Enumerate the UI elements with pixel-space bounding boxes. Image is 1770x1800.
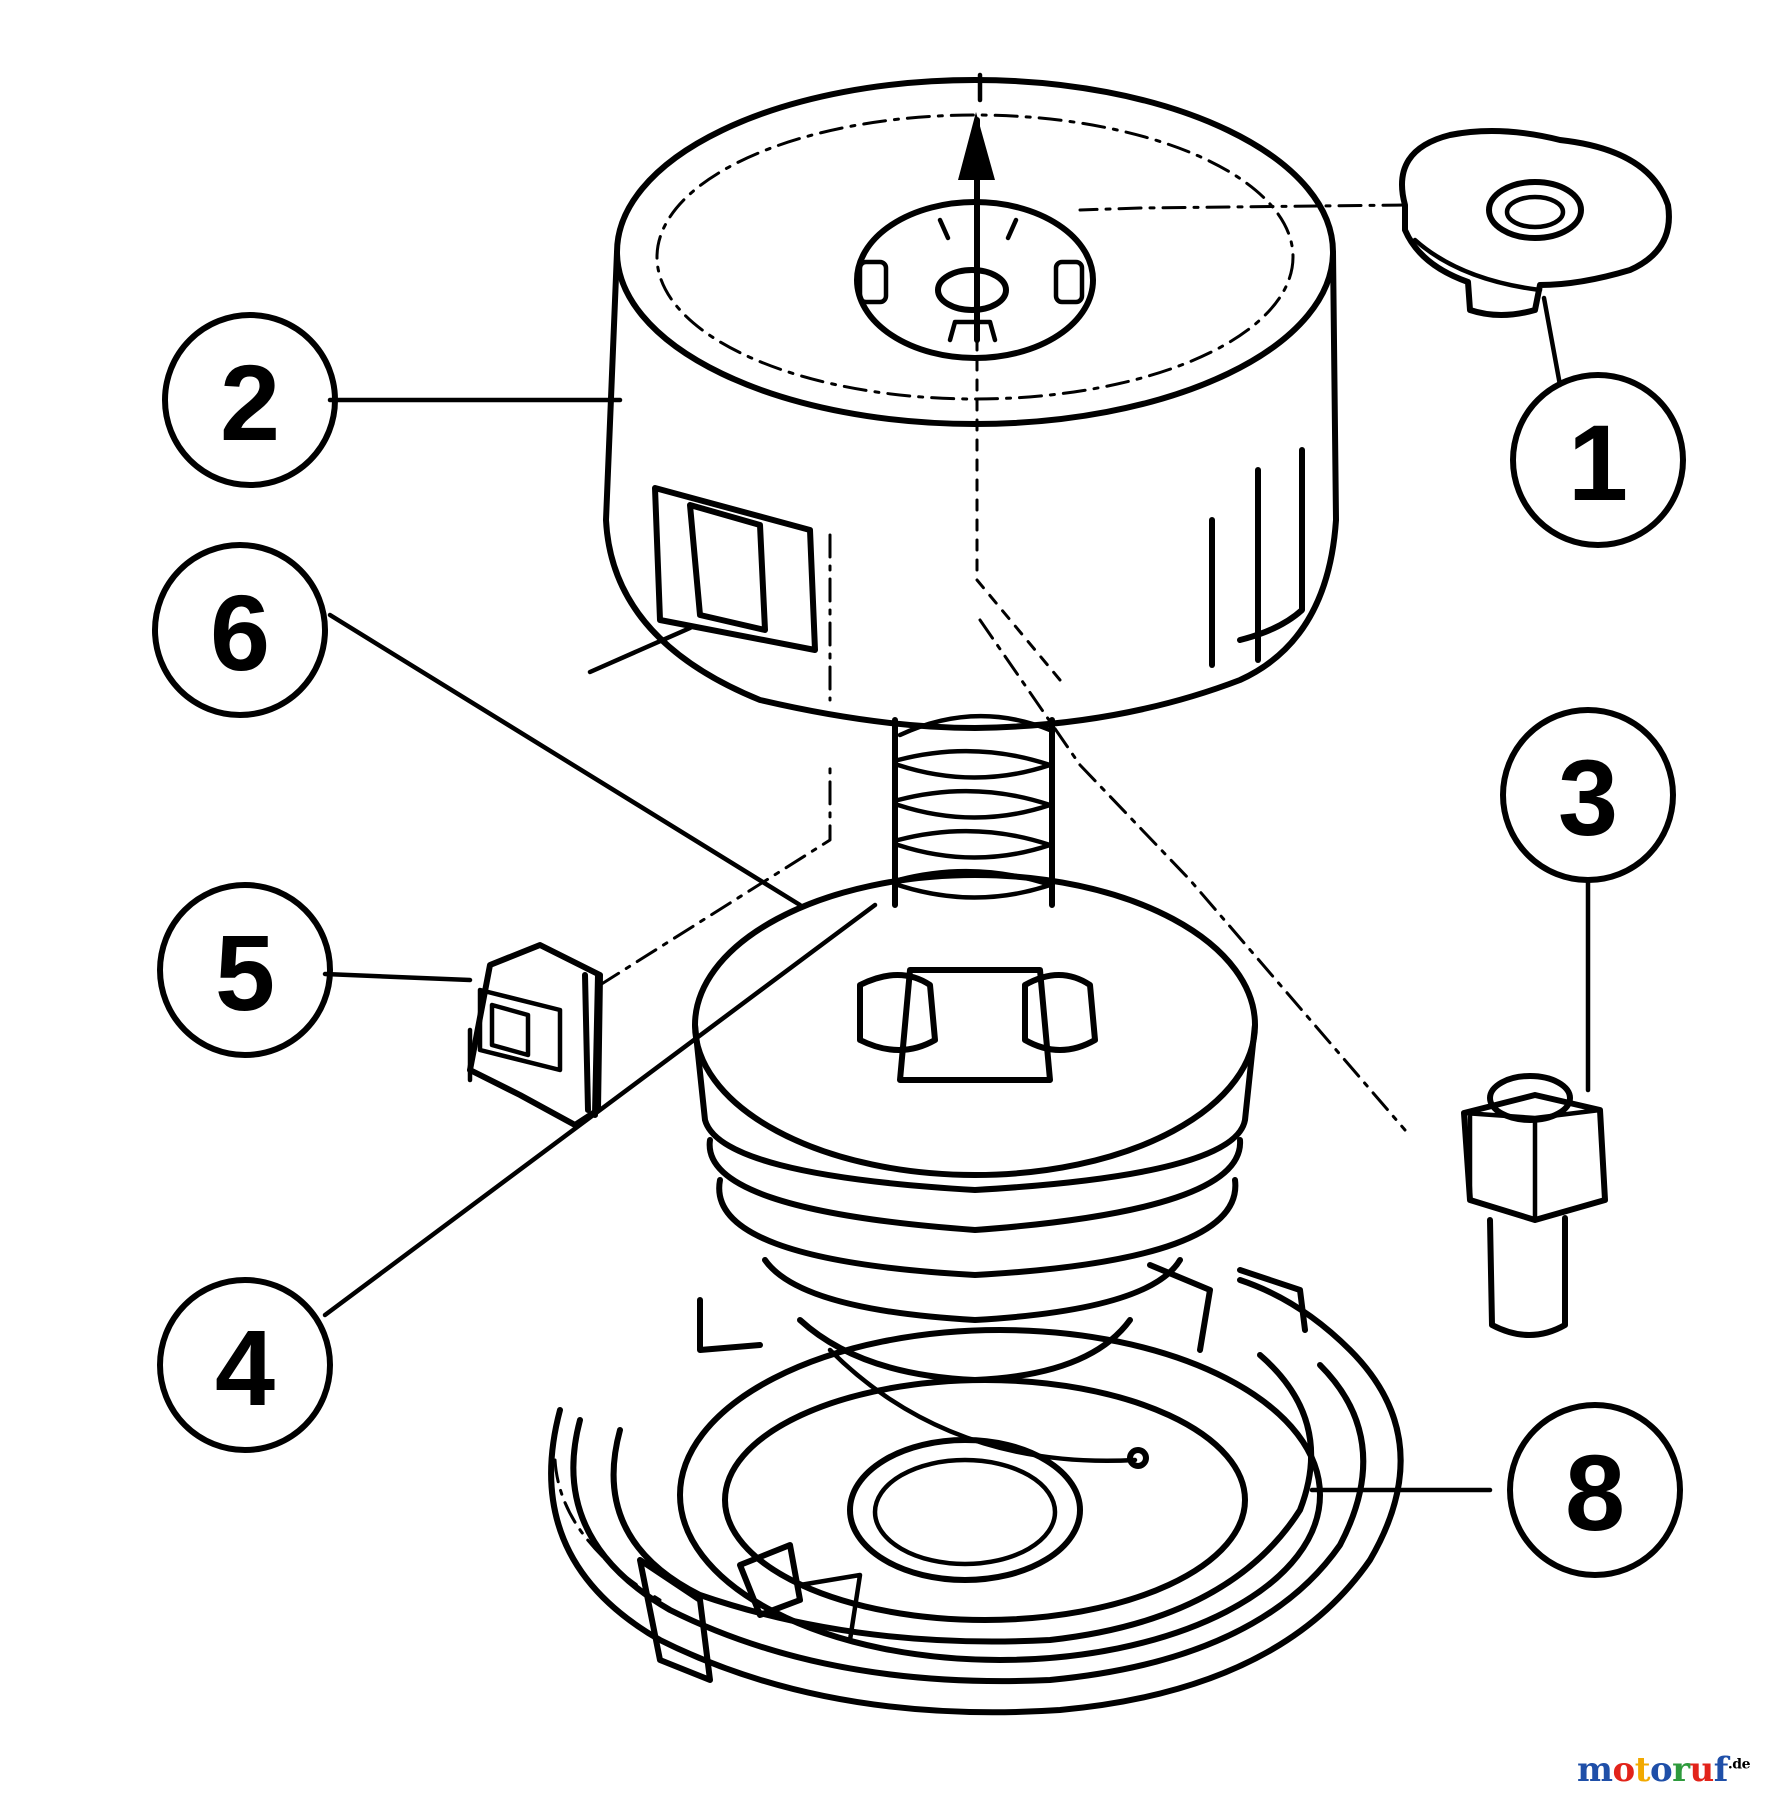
callout-1: 1 xyxy=(1510,372,1686,548)
part-5-clip xyxy=(467,942,603,1128)
callout-3: 3 xyxy=(1500,707,1676,883)
part-3-bolt xyxy=(1461,1073,1608,1338)
watermark-suffix: .de xyxy=(1727,1756,1751,1773)
callout-4-label: 4 xyxy=(215,1307,275,1428)
watermark-letter: o xyxy=(1612,1750,1636,1790)
callout-6: 6 xyxy=(152,542,328,718)
callout-2: 2 xyxy=(162,312,338,488)
spring xyxy=(892,713,1055,908)
watermark-letter: o xyxy=(1649,1750,1673,1790)
callout-2-label: 2 xyxy=(220,342,280,463)
callout-3-label: 3 xyxy=(1558,737,1618,858)
part-2-cap-housing xyxy=(587,72,1339,731)
watermark-letter: u xyxy=(1689,1750,1715,1790)
watermark-letter: t xyxy=(1634,1750,1651,1790)
callout-4: 4 xyxy=(157,1277,333,1453)
watermark-letter: m xyxy=(1577,1750,1613,1790)
callout-8: 8 xyxy=(1507,1402,1683,1578)
watermark-letter: r xyxy=(1672,1750,1690,1790)
callout-5: 5 xyxy=(157,882,333,1058)
part-1-eyelet xyxy=(1399,128,1672,318)
callout-6-label: 6 xyxy=(210,572,270,693)
watermark-letter: f xyxy=(1713,1750,1729,1790)
callout-5-label: 5 xyxy=(215,912,275,1033)
callout-1-label: 1 xyxy=(1568,402,1628,523)
leader-lines xyxy=(322,203,1591,1493)
watermark-logo: motoruf.de xyxy=(1577,1750,1750,1790)
part-8-base-cover xyxy=(548,1262,1404,1716)
callout-8-label: 8 xyxy=(1565,1432,1625,1553)
